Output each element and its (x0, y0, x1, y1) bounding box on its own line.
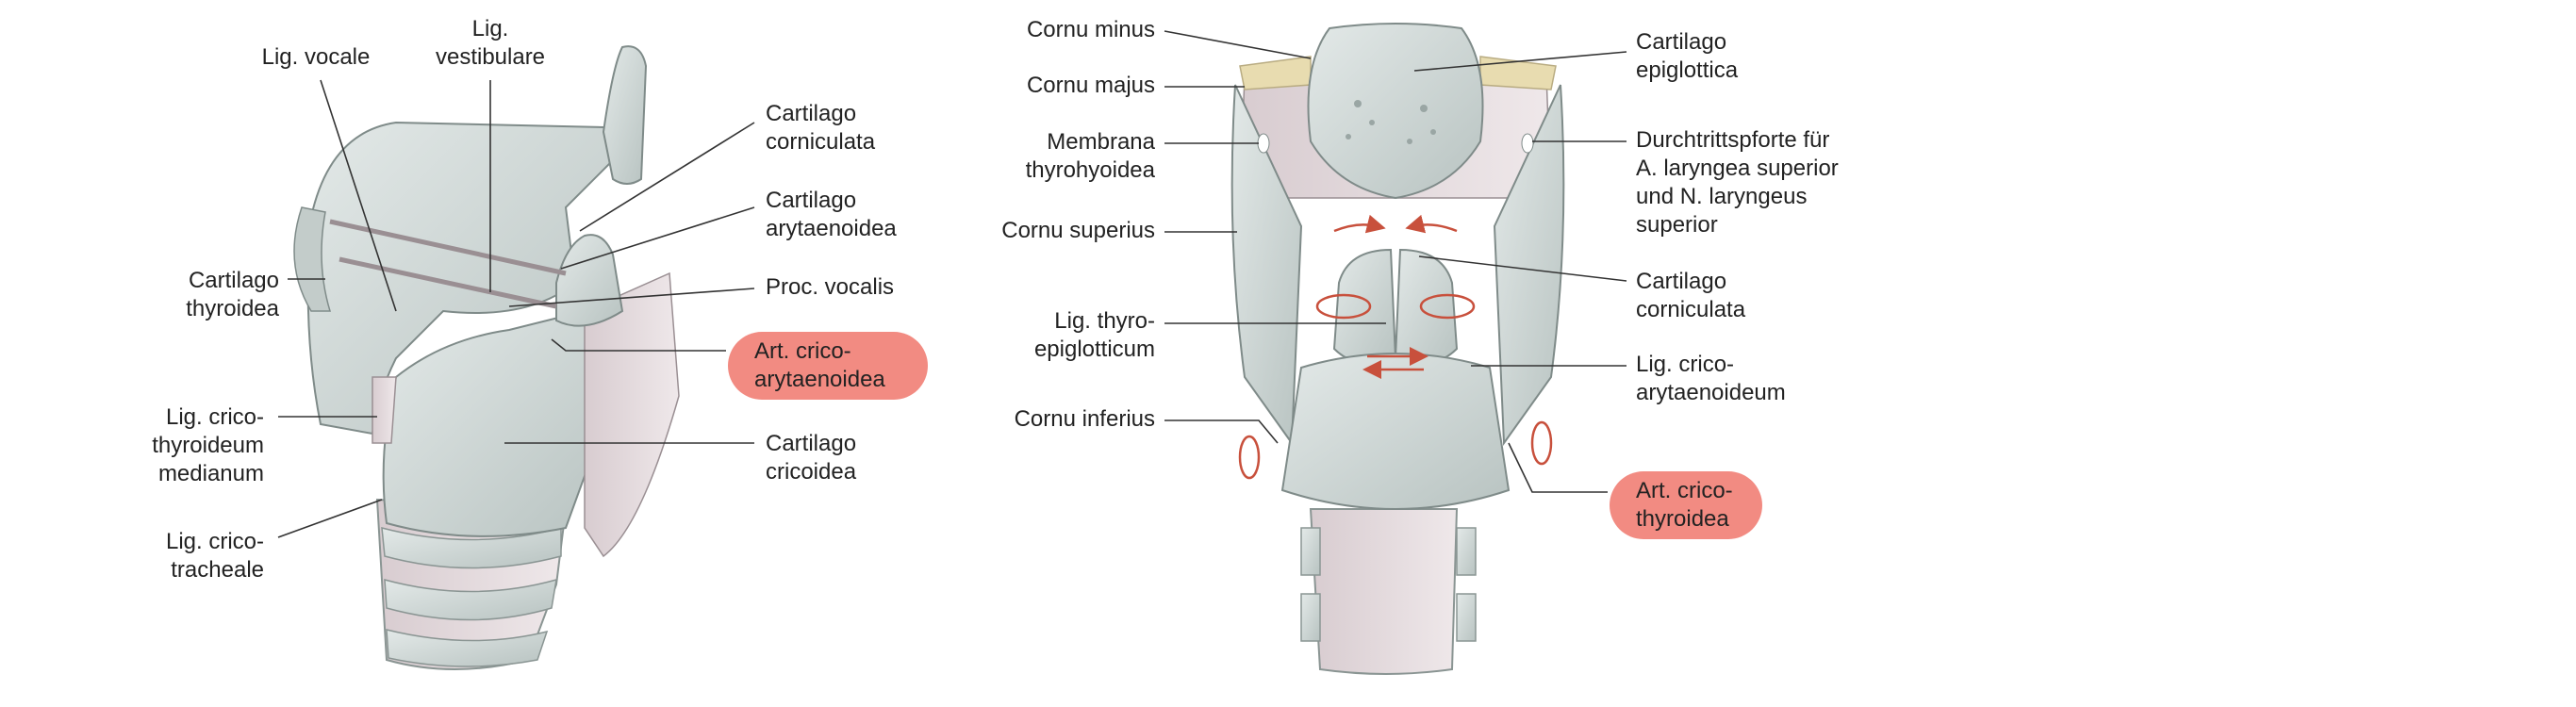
leader-cornu-inferius (1164, 419, 1279, 444)
cricoid-cartilage (382, 309, 607, 537)
thyroid-cartilage (306, 121, 618, 436)
epiglottis-pit (1369, 120, 1375, 125)
arytenoid-left (1332, 248, 1397, 365)
rotation-arrow-right (1419, 293, 1476, 320)
label-art-cricothyroidea: Art. crico- thyroidea (1610, 471, 1762, 539)
leader-cartilago-corniculata (579, 122, 755, 232)
left-leader-lines (277, 79, 755, 538)
vocal-ligament (339, 256, 557, 309)
leader-cornu-minus (1164, 30, 1312, 59)
motion-arrow (1405, 214, 1458, 234)
tracheal-ring-left-1 (1300, 527, 1321, 576)
label-cornu-majus: Cornu majus (1026, 73, 1155, 98)
label-lig-cricothyroideum-medianum: Lig. crico- thyroideum medianum (152, 404, 264, 486)
arytenoid-right (1394, 248, 1459, 365)
leader-art-cricothyroidea (1508, 442, 1608, 493)
leader-proc-vocalis (508, 288, 755, 307)
thyroid-anterior-edge (293, 206, 332, 312)
label-cartilago-arytaenoidea: Cartilago arytaenoidea (766, 188, 897, 241)
leader-lig-cricotracheale (277, 499, 383, 538)
epiglottis-pits (1346, 100, 1436, 144)
epiglottis-pit (1346, 134, 1351, 140)
right-leader-lines (1164, 30, 1627, 493)
leader-art-cricoarytaenoidea (551, 338, 726, 352)
label-cartilago-cricoidea: Cartilago cricoidea (766, 431, 857, 485)
tracheal-ring-2 (384, 578, 557, 621)
rotation-arrow-inferior-left (1238, 435, 1261, 480)
label-lig-thyroepiglotticum: Lig. thyro- epiglotticum (1033, 308, 1155, 362)
thyroid-superior-horn (602, 45, 648, 185)
tracheal-ring-right-2 (1456, 593, 1477, 642)
tracheal-ring-3 (386, 629, 549, 667)
label-cartilago-thyroidea: Cartilago thyroidea (186, 268, 279, 321)
label-lig-vocale: Lig. vocale (261, 44, 371, 70)
foramen-right (1521, 133, 1534, 154)
larynx-posterior-view (1230, 23, 1565, 675)
label-cartilago-corniculata-right: Cartilago corniculata (1636, 269, 1746, 322)
label-lig-vestibulare: Lig. vestibulare (435, 16, 546, 70)
motion-arrows (1238, 214, 1553, 480)
label-lig-cricoarytaenoideum: Lig. crico- arytaenoideum (1636, 352, 1786, 405)
tracheal-ring-1 (381, 527, 562, 569)
label-cartilago-corniculata: Cartilago corniculata (766, 101, 876, 155)
epiglottis (1307, 23, 1484, 200)
larynx-lateral-view (293, 45, 680, 670)
leader-lig-vocale (320, 79, 397, 312)
label-art-cricoarytaenoidea: Art. crico- arytaenoidea (728, 332, 928, 400)
epiglottis-pit (1407, 139, 1412, 144)
label-durchtrittspforte: Durchtrittspforte für A. laryngea superi… (1636, 127, 1839, 238)
rotation-arrow-inferior-right (1530, 420, 1553, 466)
label-proc-vocalis: Proc. vocalis (766, 274, 895, 300)
label-cornu-inferius: Cornu inferius (1014, 406, 1155, 432)
label-cartilago-epiglottica: Cartilago epiglottica (1636, 29, 1739, 83)
arytenoid-cartilage (555, 234, 624, 327)
leader-cartilago-corniculata (1418, 255, 1627, 282)
tracheal-ring-left-2 (1300, 593, 1321, 642)
foramen-left (1257, 133, 1270, 154)
label-membrana-thyrohyoidea: Membrana thyrohyoidea (1025, 129, 1155, 183)
thyroid-lamina-right (1493, 84, 1565, 446)
epiglottis-pit (1420, 105, 1428, 112)
cricoid-lamina (1280, 353, 1511, 510)
epiglottis-pit (1430, 129, 1436, 135)
leader-cartilago-epiglottica (1413, 51, 1627, 72)
leader-cartilago-arytaenoidea (560, 206, 755, 270)
epiglottis-pit (1354, 100, 1362, 107)
median-cricothyroid-membrane (372, 376, 397, 444)
trachea-posterior (1309, 508, 1459, 675)
rotation-arrow-left (1315, 293, 1372, 320)
label-lig-cricotracheale: Lig. crico- tracheale (165, 529, 264, 583)
label-cornu-minus: Cornu minus (1026, 17, 1155, 42)
tracheal-ring-right-1 (1456, 527, 1477, 576)
hyoid-horn-left (1239, 56, 1312, 90)
label-cornu-superius: Cornu superius (1001, 218, 1155, 243)
thyroid-lamina-left (1230, 84, 1303, 446)
posterior-ligament-fan (584, 271, 680, 558)
motion-arrow (1333, 214, 1386, 234)
